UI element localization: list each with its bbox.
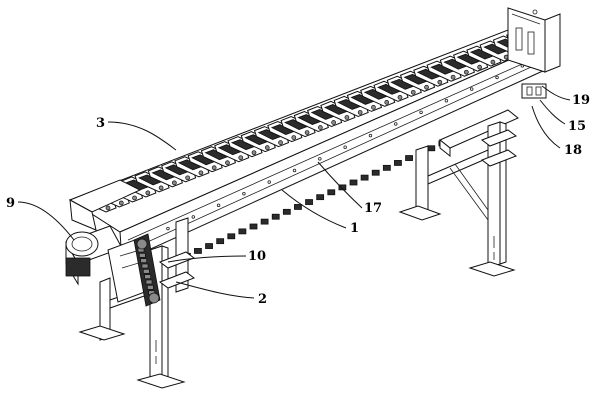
return-chain-link: [271, 213, 280, 220]
chain-slat: [293, 110, 329, 133]
return-chain-link: [382, 164, 391, 171]
chain-slat: [426, 60, 462, 82]
callout-3: 3: [96, 116, 105, 131]
bolt-hole: [267, 180, 271, 184]
chain-slat: [466, 45, 502, 67]
return-chain-link: [327, 189, 336, 196]
return-chain-link: [249, 223, 258, 230]
return-chain-link: [260, 218, 269, 225]
bolt-hole: [495, 75, 499, 80]
return-chain-link: [205, 243, 213, 249]
bolt-hole: [368, 133, 373, 138]
drive-chain-link: [146, 284, 154, 290]
drive-chain-link: [145, 279, 153, 285]
return-chain-link: [349, 179, 358, 186]
return-chain-link: [371, 169, 380, 176]
bolt-hole: [444, 98, 449, 103]
bolt-hole: [292, 168, 297, 173]
chain-slat: [147, 166, 183, 188]
return-chain-link: [194, 248, 202, 254]
drive-chain-link: [142, 268, 150, 274]
right-support-leg: [398, 109, 519, 277]
drive-unit: [65, 179, 161, 307]
tension-block: [521, 83, 547, 99]
return-chain-link: [216, 238, 225, 245]
drive-chain-link: [141, 263, 149, 269]
chain-slat: [399, 70, 436, 92]
return-chain-link: [305, 199, 313, 205]
bolt-hole: [394, 122, 398, 126]
return-chain-link: [227, 233, 236, 240]
bolt-hole: [166, 226, 170, 231]
bolt-hole: [191, 215, 195, 219]
return-chain-link: [294, 204, 302, 210]
return-chain-link: [238, 228, 247, 235]
callout-17: 17: [364, 201, 382, 216]
chain-slat: [333, 95, 369, 117]
left-support-leg: [78, 217, 196, 389]
chain-slat: [307, 105, 343, 128]
return-chain-link: [316, 194, 325, 201]
return-chain-link: [360, 174, 369, 181]
callout-1: 1: [350, 221, 359, 236]
chain-slat: [187, 151, 223, 173]
chain-slat: [253, 126, 290, 148]
head-end-plate: [507, 7, 561, 99]
chain-slat: [134, 171, 170, 193]
bolt-hole: [343, 145, 347, 149]
return-chain-link: [427, 145, 436, 152]
drive-chain-link: [138, 252, 146, 258]
bolt-hole: [419, 110, 423, 115]
motor-terminal-box: [65, 257, 91, 277]
callout-10: 10: [248, 249, 266, 264]
chain-slat: [360, 85, 396, 107]
return-chain-link: [394, 160, 402, 166]
bolt-hole: [242, 191, 246, 196]
chain-slat: [214, 141, 250, 163]
leader-lines: [17, 85, 571, 299]
chain-slat: [346, 90, 383, 112]
return-chain-link: [282, 208, 291, 215]
callout-19: 19: [572, 93, 590, 108]
callout-2: 2: [258, 292, 267, 307]
conveyor-chain-slats: [81, 25, 555, 213]
bolt-hole: [318, 157, 322, 161]
chain-slat: [413, 65, 449, 87]
chain-slat: [320, 100, 356, 122]
chain-slat: [280, 116, 316, 138]
callout-15: 15: [568, 119, 586, 134]
chain-slat: [386, 75, 422, 97]
return-chain-link: [405, 155, 413, 161]
chain-slat: [161, 161, 197, 183]
chain-slat: [267, 121, 303, 143]
callout-18: 18: [564, 143, 582, 158]
bolt-hole: [216, 203, 221, 208]
chain-slat: [174, 156, 210, 178]
callout-9: 9: [6, 196, 15, 211]
beam-bolt-holes: [140, 64, 525, 242]
bolt-hole: [470, 87, 474, 91]
return-chain-link: [338, 184, 347, 191]
drive-chain-link: [140, 258, 148, 264]
drive-chain-link: [144, 274, 152, 280]
